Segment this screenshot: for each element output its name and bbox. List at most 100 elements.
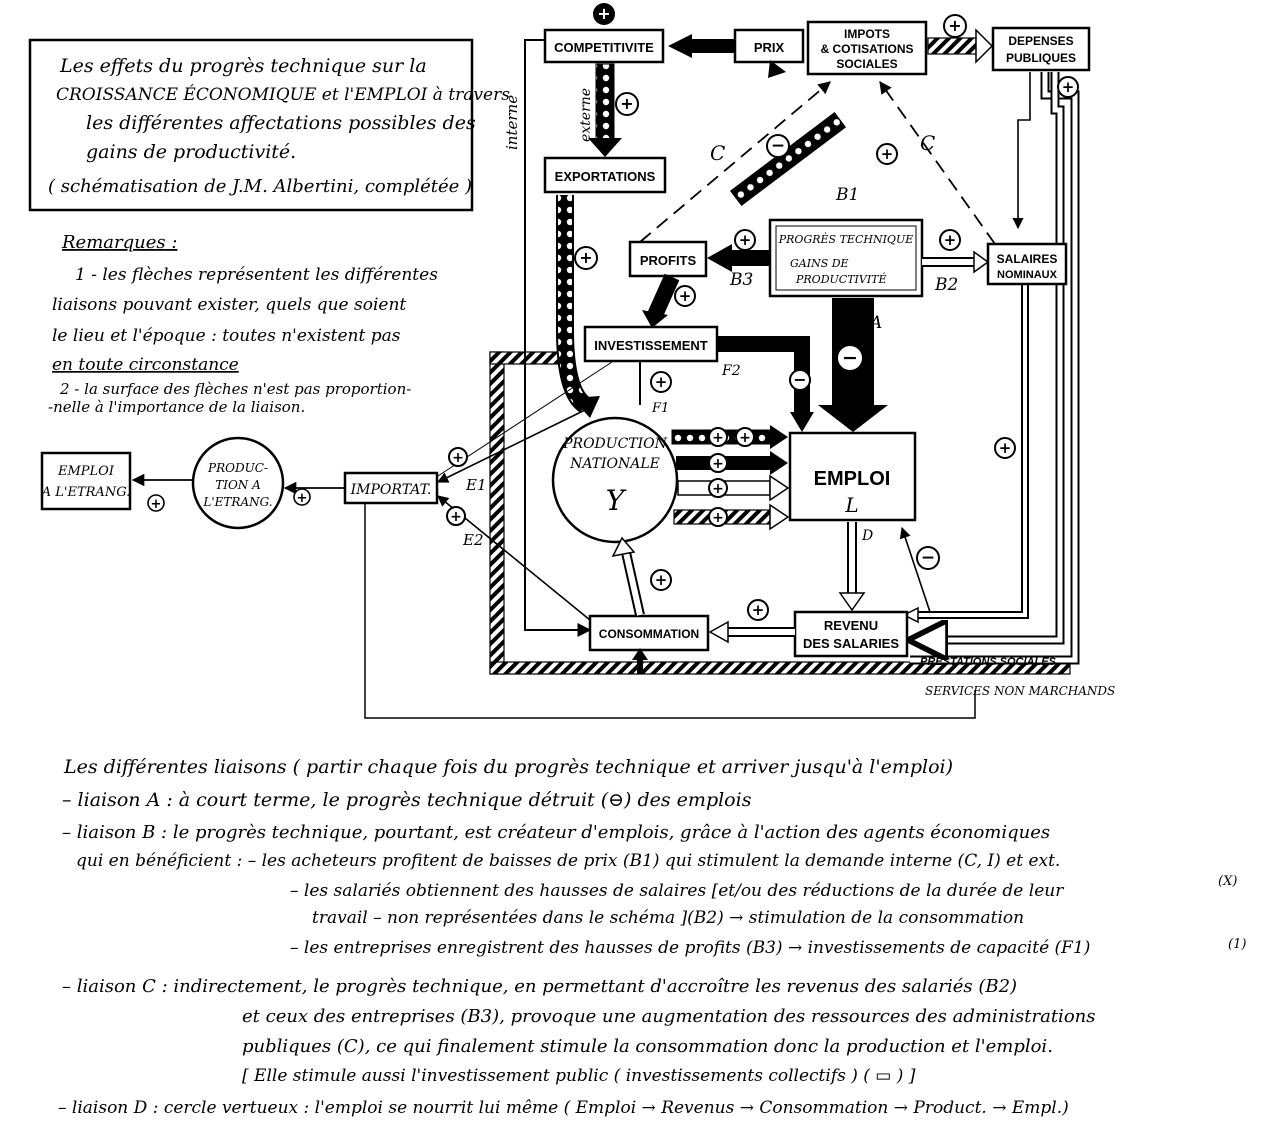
plus-sign: +: [674, 285, 696, 307]
plus-sign: +: [448, 447, 468, 467]
svg-text:+: +: [712, 456, 724, 472]
node-consommation: CONSOMMATION: [588, 614, 710, 652]
svg-text:EXPORTATIONS: EXPORTATIONS: [555, 169, 656, 184]
title-line-3: les différentes affectations possibles d…: [86, 112, 476, 134]
minus-sign: −: [789, 369, 811, 391]
label-prestations-sociales: PRESTATIONS SOCIALES: [920, 656, 1057, 668]
svg-text:+: +: [944, 231, 957, 249]
node-impots: IMPOTS & COTISATIONS SOCIALES: [806, 20, 928, 76]
liaison-b-line-3: – les salariés obtiennent des hausses de…: [290, 881, 1064, 901]
svg-text:SOCIALES: SOCIALES: [836, 57, 897, 71]
svg-text:+: +: [999, 439, 1012, 457]
node-production-nationale: PRODUCTION NATIONALE Y: [551, 416, 679, 544]
remark-2-line-2: -nelle à l'importance de la liaison.: [48, 398, 305, 416]
svg-text:+: +: [679, 287, 692, 305]
svg-text:IMPOTS: IMPOTS: [844, 27, 890, 41]
plus-sign: +: [994, 437, 1016, 459]
plus-sign: +: [650, 371, 672, 393]
svg-text:+: +: [597, 4, 610, 23]
plus-sign: +: [574, 246, 598, 270]
node-importations: IMPORTAT.: [343, 471, 439, 505]
minus-sign: −: [916, 546, 940, 570]
node-depenses-publiques: DEPENSES PUBLIQUES: [991, 26, 1091, 72]
svg-text:DEPENSES: DEPENSES: [1008, 34, 1073, 48]
svg-text:+: +: [712, 510, 724, 526]
node-production-etranger: PRODUC- TION A L'ETRANG.: [191, 436, 285, 530]
svg-text:+: +: [620, 94, 633, 113]
svg-text:DES SALARIES: DES SALARIES: [803, 636, 899, 651]
label-b3: B3: [729, 270, 753, 290]
plus-sign: +: [293, 488, 311, 506]
node-emploi-etranger: EMPLOI A L'ETRANG.: [40, 451, 132, 511]
svg-text:−: −: [842, 347, 858, 369]
label-services-non-marchands: SERVICES NON MARCHANDS: [925, 684, 1115, 698]
arrow-labels: interne externe C C B1 B2 B3 A F1 F2 E1 …: [462, 88, 958, 549]
liaison-b-note-x: (X): [1218, 874, 1237, 889]
title-line-4: gains de productivité.: [86, 141, 296, 163]
liaison-b-line-2: qui en bénéficient : – les acheteurs pro…: [76, 851, 1060, 871]
svg-text:PRODUCTION: PRODUCTION: [562, 436, 668, 452]
remarks-heading: Remarques :: [61, 232, 177, 253]
liaison-a: – liaison A : à court terme, le progrès …: [62, 789, 752, 811]
liaison-c-line-4: [ Elle stimule aussi l'investissement pu…: [242, 1066, 916, 1086]
svg-text:CONSOMMATION: CONSOMMATION: [599, 627, 699, 641]
svg-text:PRIX: PRIX: [754, 40, 785, 55]
node-investissement: INVESTISSEMENT: [583, 325, 719, 363]
remark-1-line-4: en toute circonstance: [52, 355, 239, 375]
svg-text:L: L: [844, 493, 858, 517]
svg-text:+: +: [579, 248, 592, 267]
svg-text:PUBLIQUES: PUBLIQUES: [1006, 51, 1076, 65]
liaison-c-line-3: publiques (C), ce qui finalement stimule…: [242, 1036, 1053, 1057]
label-a: A: [868, 313, 882, 333]
node-salaires-nominaux: SALAIRES NOMINAUX: [986, 242, 1068, 286]
svg-text:−: −: [771, 136, 785, 156]
svg-text:−: −: [921, 548, 935, 568]
label-f1: F1: [651, 401, 669, 416]
svg-text:+: +: [739, 231, 752, 249]
plus-sign: +: [734, 229, 756, 251]
svg-text:TION A: TION A: [215, 478, 261, 492]
svg-text:+: +: [712, 481, 724, 497]
svg-text:+: +: [452, 450, 464, 466]
svg-text:+: +: [450, 509, 462, 525]
title-box: Les effets du progrès technique sur la C…: [28, 38, 510, 212]
svg-text:EMPLOI: EMPLOI: [814, 468, 891, 490]
node-progres-technique: PROGRÈS TECHNIQUE GAINS DE PRODUCTIVITÉ: [768, 218, 924, 298]
liaison-b-line-4: travail – non représentées dans le schém…: [312, 908, 1024, 928]
title-line-1: Les effets du progrès technique sur la: [59, 55, 427, 77]
plus-sign: +: [446, 506, 466, 526]
svg-text:+: +: [655, 571, 668, 589]
liaisons-text: Les différentes liaisons ( partir chaque…: [58, 756, 1246, 1118]
node-revenu-salaries: REVENU DES SALARIES: [793, 610, 909, 658]
svg-text:A L'ETRANG.: A L'ETRANG.: [41, 485, 131, 500]
liaison-b-note-1: (1): [1228, 937, 1246, 952]
svg-text:+: +: [948, 16, 961, 35]
label-e1: E1: [465, 476, 487, 494]
plus-sign: +: [943, 14, 967, 38]
node-profits: PROFITS: [628, 240, 708, 278]
svg-text:+: +: [151, 497, 162, 512]
minus-sign: −: [836, 344, 864, 372]
label-interne: interne: [503, 95, 521, 150]
liaison-b-line-1: – liaison B : le progrès technique, pour…: [62, 822, 1050, 843]
svg-text:PROGRÈS TECHNIQUE: PROGRÈS TECHNIQUE: [778, 232, 914, 246]
label-e2: E2: [462, 531, 484, 549]
svg-text:INVESTISSEMENT: INVESTISSEMENT: [594, 338, 707, 353]
svg-text:GAINS DE: GAINS DE: [790, 257, 849, 270]
liaison-c-line-1: – liaison C : indirectement, le progrès …: [62, 976, 1017, 997]
label-c-left: C: [710, 141, 725, 165]
svg-text:L'ETRANG.: L'ETRANG.: [202, 495, 272, 509]
remarks: Remarques : 1 - les flèches représentent…: [48, 232, 438, 416]
label-f2: F2: [721, 363, 741, 379]
plus-sign: +: [593, 3, 615, 25]
liaison-c-line-2: et ceux des entreprises (B3), provoque u…: [242, 1006, 1095, 1027]
svg-text:& COTISATIONS: & COTISATIONS: [820, 42, 913, 56]
remark-1-line-3: le lieu et l'époque : toutes n'existent …: [52, 326, 401, 346]
svg-text:+: +: [655, 373, 668, 391]
svg-text:SALAIRES: SALAIRES: [997, 252, 1058, 266]
svg-text:PRODUCTIVITÉ: PRODUCTIVITÉ: [795, 272, 887, 286]
plus-sign: +: [708, 453, 728, 473]
plus-sign: +: [615, 92, 639, 116]
label-d: D: [861, 528, 873, 544]
